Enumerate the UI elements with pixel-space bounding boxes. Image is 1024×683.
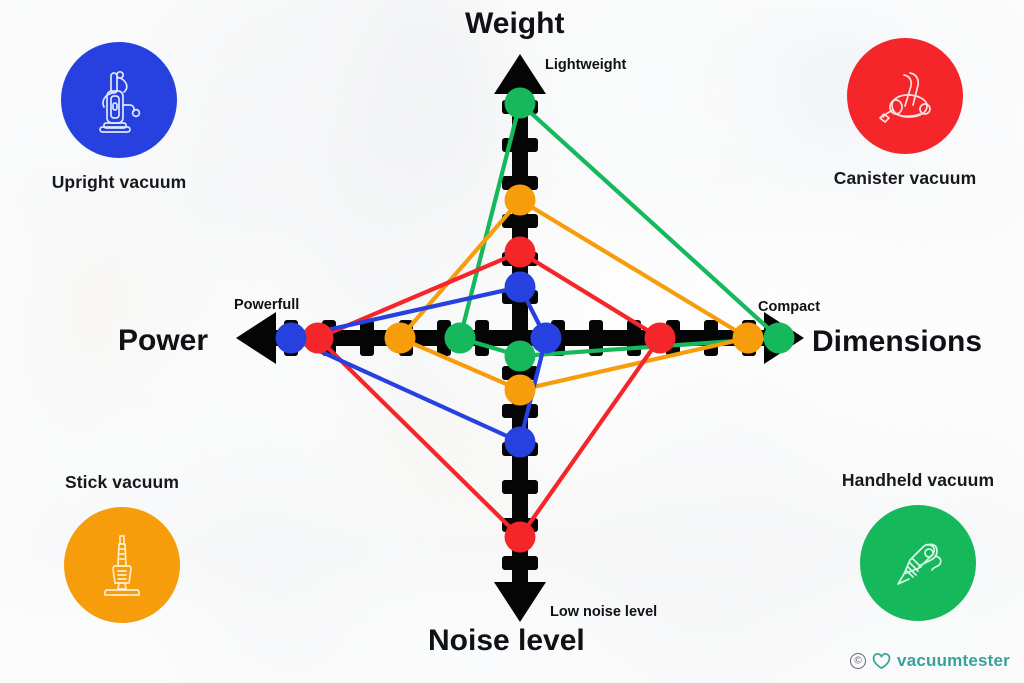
heart-icon	[872, 652, 891, 669]
data-point	[504, 340, 536, 372]
data-point	[763, 322, 795, 354]
axis-endpoint-lightweight: Lightweight	[545, 57, 627, 73]
legend-label: Upright vacuum	[51, 172, 187, 192]
data-point	[384, 322, 416, 354]
data-point	[302, 322, 334, 354]
legend-item-upright-vacuum[interactable]: Upright vacuum	[19, 42, 219, 193]
data-point	[504, 184, 536, 216]
series-upright-points	[275, 271, 562, 458]
axis-endpoint-low-noise-level: Low noise level	[550, 604, 658, 620]
data-point	[504, 236, 536, 268]
stick-vacuum-icon	[64, 507, 180, 623]
data-point	[275, 322, 307, 354]
upright-vacuum-icon	[61, 42, 177, 158]
data-point	[504, 87, 536, 119]
data-point	[504, 426, 536, 458]
canister-vacuum-icon	[847, 38, 963, 154]
data-point	[732, 322, 764, 354]
data-point	[504, 271, 536, 303]
data-point	[444, 322, 476, 354]
series-stick-polygon	[397, 197, 751, 393]
axis-title-weight: Weight	[465, 7, 565, 40]
legend-label: Stick vacuum	[64, 472, 180, 492]
legend-item-stick-vacuum[interactable]: Stick vacuum	[22, 472, 222, 623]
data-point	[530, 322, 562, 354]
legend-label: Handheld vacuum	[841, 470, 995, 490]
data-point	[504, 521, 536, 553]
watermark-text: vacuumtester	[897, 651, 1010, 670]
axis-endpoint-compact: Compact	[758, 299, 821, 315]
legend-item-handheld-vacuum[interactable]: Handheld vacuum	[818, 470, 1018, 621]
series-stick-points	[384, 184, 764, 406]
watermark-vacuumtester: © vacuumtester	[850, 651, 1010, 671]
legend-item-canister-vacuum[interactable]: Canister vacuum	[805, 38, 1005, 189]
handheld-vacuum-icon	[860, 505, 976, 621]
series-handheld-points	[444, 87, 795, 372]
axis-title-noise-level: Noise level	[428, 624, 585, 657]
series-canister-points	[302, 236, 676, 553]
data-point	[504, 374, 536, 406]
axis-title-power: Power	[118, 324, 209, 357]
copyright-icon: ©	[850, 653, 867, 669]
axis-title-dimensions: Dimensions	[812, 325, 983, 358]
axis-endpoint-powerfull: Powerfull	[234, 297, 300, 313]
data-point	[644, 322, 676, 354]
legend-label: Canister vacuum	[833, 168, 977, 188]
